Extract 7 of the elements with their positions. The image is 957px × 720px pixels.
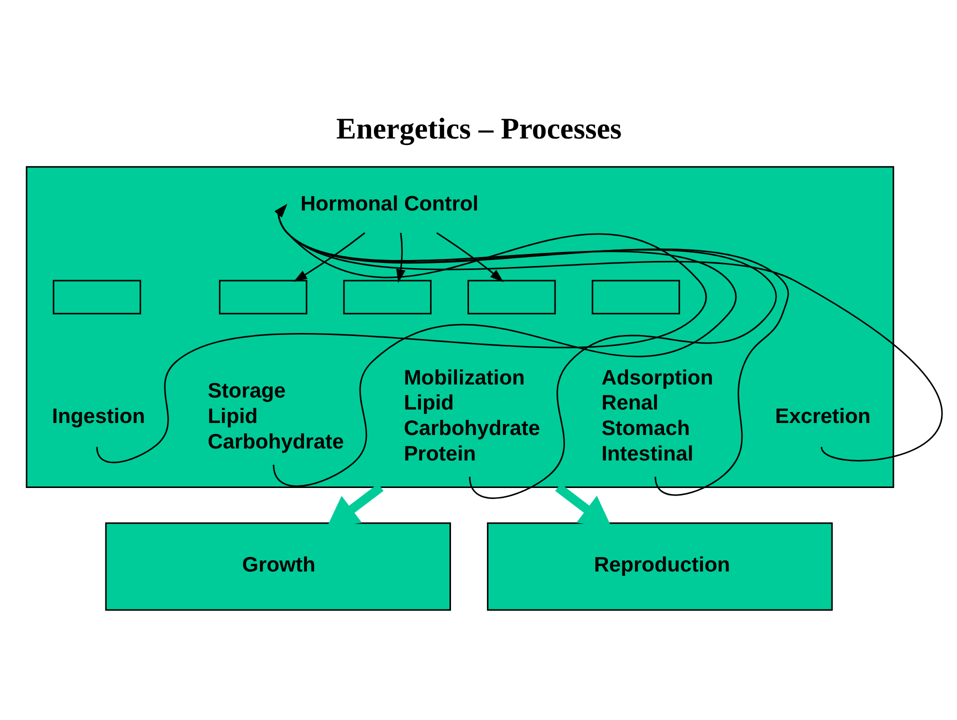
node-text: Hormonal Control <box>300 192 479 216</box>
node-text: Adsorption Renal Stomach Intestinal <box>601 366 714 466</box>
node-text: Ingestion <box>52 405 146 428</box>
node-text: Excretion <box>775 405 871 428</box>
diagram-title: Energetics – Processes <box>336 112 622 146</box>
node-text: Mobilization Lipid Carbohydrate Protein <box>404 366 540 466</box>
node-text: Storage Lipid Carbohydrate <box>208 380 344 454</box>
